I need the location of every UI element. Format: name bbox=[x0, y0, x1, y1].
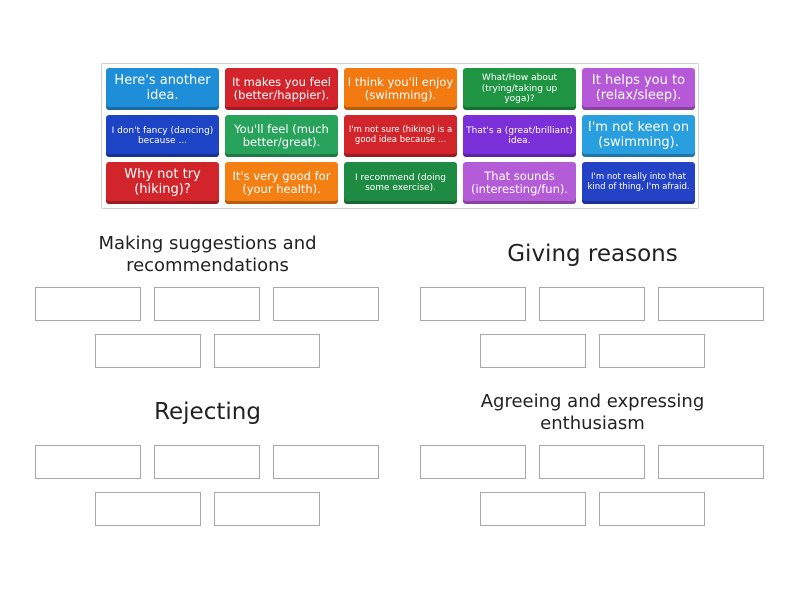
drop-slot-agreeing-2[interactable] bbox=[539, 445, 645, 479]
tile-i-recommend[interactable]: I recommend (doing some exercise). bbox=[344, 162, 457, 204]
drop-slot-rejecting-4[interactable] bbox=[95, 492, 201, 526]
drop-slot-rejecting-2[interactable] bbox=[154, 445, 260, 479]
tile-its-very-good[interactable]: It's very good for (your health). bbox=[225, 162, 338, 204]
group-title-reasons: Giving reasons bbox=[507, 241, 678, 267]
drop-slot-agreeing-3[interactable] bbox=[658, 445, 764, 479]
drop-slot-suggestions-4[interactable] bbox=[95, 334, 201, 368]
tile-it-makes-you-feel[interactable]: It makes you feel (better/happier). bbox=[225, 68, 338, 110]
tile-i-dont-fancy[interactable]: I don't fancy (dancing) because ... bbox=[106, 115, 219, 157]
drop-slot-rejecting-5[interactable] bbox=[214, 492, 320, 526]
drop-slot-rejecting-3[interactable] bbox=[273, 445, 379, 479]
drop-slot-reasons-4[interactable] bbox=[480, 334, 586, 368]
drop-slot-suggestions-2[interactable] bbox=[154, 287, 260, 321]
drop-slot-agreeing-5[interactable] bbox=[599, 492, 705, 526]
tile-why-not-try[interactable]: Why not try (hiking)? bbox=[106, 162, 219, 204]
drop-slot-agreeing-4[interactable] bbox=[480, 492, 586, 526]
drop-slot-agreeing-1[interactable] bbox=[420, 445, 526, 479]
tile-what-how-about[interactable]: What/How about (trying/taking up yoga)? bbox=[463, 68, 576, 110]
tile-i-think-youll-enjoy[interactable]: I think you'll enjoy (swimming). bbox=[344, 68, 457, 110]
drop-slot-reasons-1[interactable] bbox=[420, 287, 526, 321]
tile-thats-a-great-idea[interactable]: That's a (great/brilliant) idea. bbox=[463, 115, 576, 157]
tile-it-helps-you-to[interactable]: It helps you to (relax/sleep). bbox=[582, 68, 695, 110]
drop-slot-suggestions-3[interactable] bbox=[273, 287, 379, 321]
tile-youll-feel[interactable]: You'll feel (much better/great). bbox=[225, 115, 338, 157]
drop-slot-rejecting-1[interactable] bbox=[35, 445, 141, 479]
group-title-rejecting: Rejecting bbox=[154, 399, 261, 425]
tile-im-not-keen[interactable]: I'm not keen on (swimming). bbox=[582, 115, 695, 157]
tile-heres-another-idea[interactable]: Here's another idea. bbox=[106, 68, 219, 110]
drop-slot-reasons-3[interactable] bbox=[658, 287, 764, 321]
group-title-suggestions: Making suggestions and recommendations bbox=[98, 233, 317, 276]
drop-slot-suggestions-1[interactable] bbox=[35, 287, 141, 321]
drop-slot-reasons-2[interactable] bbox=[539, 287, 645, 321]
drop-slot-suggestions-5[interactable] bbox=[214, 334, 320, 368]
tile-that-sounds[interactable]: That sounds (interesting/fun). bbox=[463, 162, 576, 204]
drop-slot-reasons-5[interactable] bbox=[599, 334, 705, 368]
tile-im-not-sure[interactable]: I'm not sure (hiking) is a good idea bec… bbox=[344, 115, 457, 157]
tile-im-not-really-into[interactable]: I'm not really into that kind of thing, … bbox=[582, 162, 695, 204]
group-title-agreeing: Agreeing and expressing enthusiasm bbox=[480, 391, 705, 434]
